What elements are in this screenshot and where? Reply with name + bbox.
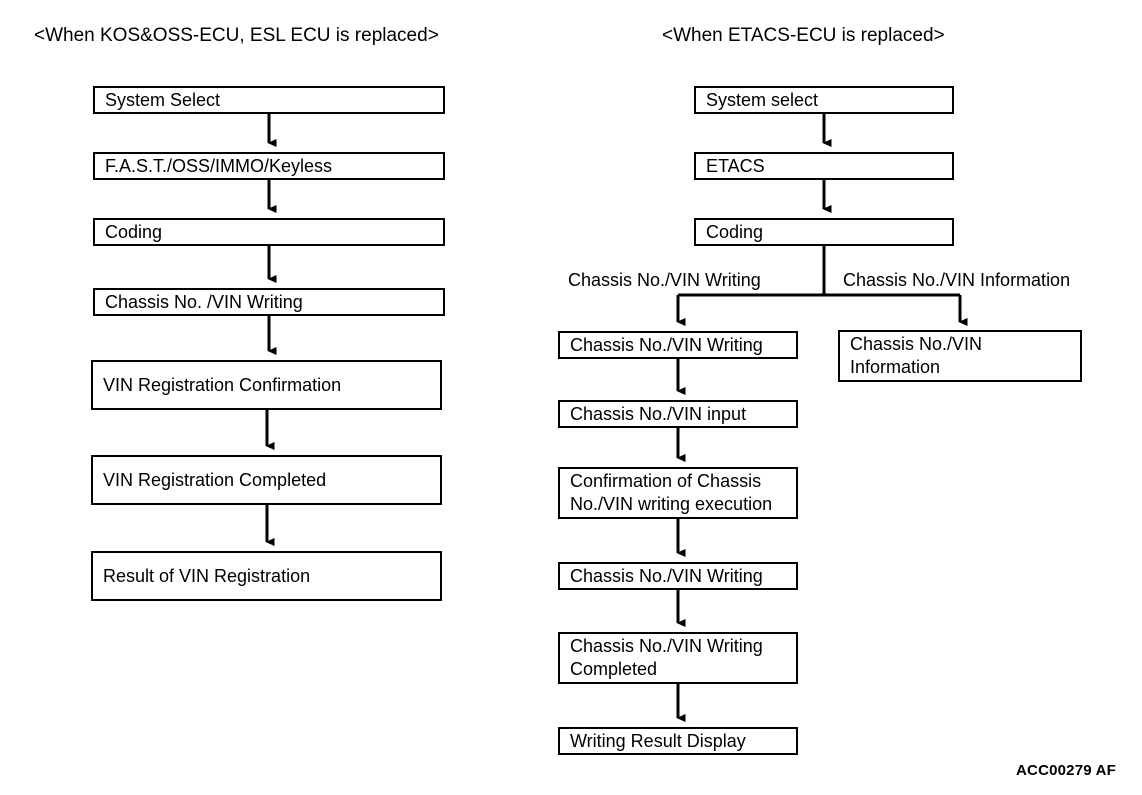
node-label: Chassis No./VIN Writing [570, 565, 763, 586]
branch-label-writing: Chassis No./VIN Writing [568, 270, 761, 290]
node-coding-right[interactable]: Coding [694, 218, 954, 246]
node-label-line-2: Completed [570, 659, 658, 679]
node-label: Chassis No./VIN Writing [570, 334, 763, 355]
node-label: Coding [105, 221, 163, 242]
node-system-select[interactable]: System Select [93, 86, 445, 114]
branch-label-information: Chassis No./VIN Information [843, 270, 1071, 290]
node-system-select-right[interactable]: System select [694, 86, 954, 114]
node-label: Writing Result Display [570, 730, 746, 751]
node-writing-result-display[interactable]: Writing Result Display [558, 727, 798, 755]
node-vin-registration-completed[interactable]: VIN Registration Completed [91, 455, 442, 505]
node-label: System Select [105, 89, 221, 110]
node-label: Chassis No./VIN input [570, 403, 747, 424]
node-confirmation-of-chassis-vin-writing-execution[interactable]: Confirmation of Chassis No./VIN writing … [558, 467, 798, 519]
node-vin-registration-confirmation[interactable]: VIN Registration Confirmation [91, 360, 442, 410]
node-label: Chassis No. /VIN Writing [105, 291, 303, 312]
node-label: F.A.S.T./OSS/IMMO/Keyless [105, 155, 333, 176]
left-flow-heading: <When KOS&OSS-ECU, ESL ECU is replaced> [34, 25, 439, 46]
node-chassis-vin-writing-1[interactable]: Chassis No./VIN Writing [558, 331, 798, 359]
node-label: ETACS [706, 155, 765, 176]
node-chassis-vin-writing-left[interactable]: Chassis No. /VIN Writing [93, 288, 445, 316]
node-label-line-1: Chassis No./VIN Writing [570, 636, 763, 656]
node-label: VIN Registration Completed [103, 469, 327, 490]
node-chassis-vin-input[interactable]: Chassis No./VIN input [558, 400, 798, 428]
node-coding-left[interactable]: Coding [93, 218, 445, 246]
node-chassis-vin-writing-completed[interactable]: Chassis No./VIN Writing Completed [558, 632, 798, 684]
node-label-line-1: Confirmation of Chassis [570, 471, 762, 491]
right-flow-heading: <When ETACS-ECU is replaced> [662, 25, 945, 46]
node-label: Result of VIN Registration [103, 565, 311, 586]
node-label: VIN Registration Confirmation [103, 374, 342, 395]
node-chassis-vin-information[interactable]: Chassis No./VIN Information [838, 330, 1082, 382]
figure-code: ACC00279 AF [1016, 762, 1117, 779]
node-result-of-vin-registration[interactable]: Result of VIN Registration [91, 551, 442, 601]
node-chassis-vin-writing-2[interactable]: Chassis No./VIN Writing [558, 562, 798, 590]
node-label-line-2: Information [850, 357, 941, 377]
node-label: Coding [706, 221, 764, 242]
node-etacs[interactable]: ETACS [694, 152, 954, 180]
node-fast-oss-immo-keyless[interactable]: F.A.S.T./OSS/IMMO/Keyless [93, 152, 445, 180]
node-label-line-2: No./VIN writing execution [570, 494, 773, 514]
node-label-line-1: Chassis No./VIN [850, 334, 983, 354]
node-label: System select [706, 89, 819, 110]
